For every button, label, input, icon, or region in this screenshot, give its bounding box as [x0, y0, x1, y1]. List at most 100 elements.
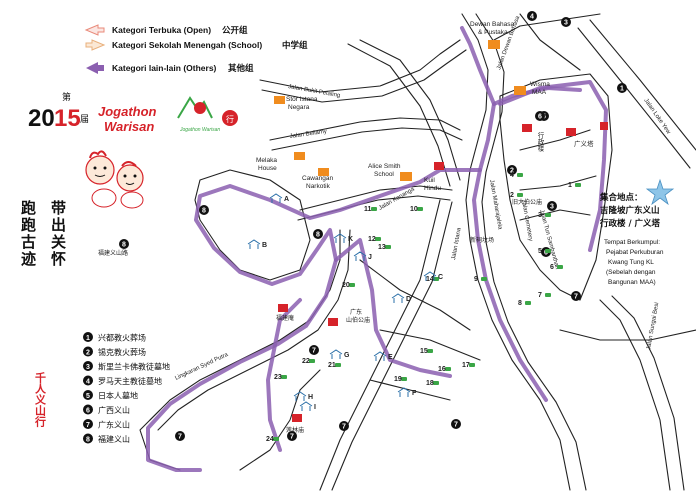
cemetery-badges: 43152367888777776 [119, 11, 627, 441]
checkpoint-marker: 21 [328, 362, 341, 369]
svg-text:F: F [412, 390, 417, 397]
water-station-marker: B [247, 239, 267, 249]
svg-text:Hindu: Hindu [424, 185, 441, 192]
svg-text:Narkotik: Narkotik [306, 183, 331, 190]
water-station-marker: H [293, 391, 313, 401]
water-station-marker: J [353, 251, 372, 261]
svg-text:Bangunan MAA): Bangunan MAA) [608, 279, 656, 286]
checkpoint-marker: 20 [342, 282, 355, 289]
checkpoint-marker: 2 [510, 192, 523, 199]
logo-caption: Jogathon Warisan [179, 127, 220, 133]
cemetery-number-badge: 1 [617, 83, 627, 93]
svg-text:Cawangan: Cawangan [302, 175, 333, 182]
checkpoint-marker: 13 [378, 244, 391, 251]
water-station-marker: I [299, 401, 316, 411]
svg-text:& Pustaka: & Pustaka [478, 29, 508, 36]
slogan-line1: 跑跑古迹 [19, 199, 37, 268]
cemetery-list-number: 8 [86, 437, 90, 444]
cemetery-list-name: 罗马天主教徒墓地 [98, 376, 162, 386]
legend-open-zh: 公开组 [222, 25, 248, 36]
svg-text:MAA: MAA [532, 89, 547, 96]
event-title-block: 第 20 15 届 Jogathon Warisan 行 Jogathon Wa… [19, 91, 238, 428]
checkpoint-marker: 17 [462, 362, 475, 369]
svg-text:4: 4 [510, 172, 514, 179]
legend-school-zh: 中学组 [282, 40, 308, 51]
cemetery-list-name: 兴都教火葬场 [98, 333, 146, 343]
water-station-marker: E [373, 351, 393, 361]
svg-text:Kuil: Kuil [424, 177, 435, 184]
svg-text:吉隆坡广东义山: 吉隆坡广东义山 [600, 205, 660, 216]
slogan-line2: 带出关怀 [49, 200, 67, 268]
svg-text:5: 5 [538, 248, 542, 255]
svg-text:7: 7 [342, 424, 346, 431]
road-label-istana: Jalan Istana [451, 227, 463, 261]
year-part-b: 15 [54, 105, 81, 132]
route-others [146, 26, 608, 472]
mascots-illustration [85, 150, 144, 209]
place-stor-istana: Stor Istana Negara [274, 96, 318, 111]
road-label-sungai-besi: Jalan Sungai Besi [646, 302, 660, 350]
svg-text:6: 6 [550, 264, 554, 271]
svg-text:行政楼: 行政楼 [536, 131, 544, 153]
cemetery-number-badge: 2 [507, 165, 517, 175]
place-fujian-temple: 福建庵 [276, 304, 294, 322]
cemetery-list-name: 广西义山 [98, 405, 130, 415]
svg-text:集合地点：: 集合地点： [599, 192, 643, 203]
svg-text:广东: 广东 [350, 308, 362, 316]
svg-text:E: E [388, 354, 393, 361]
checkpoint-marker: 23 [274, 374, 287, 381]
checkpoint-marker: 24 [266, 436, 279, 443]
svg-text:6: 6 [538, 114, 542, 121]
cemetery-list-name: 日本人墓地 [98, 391, 138, 401]
year-part-a: 20 [28, 105, 55, 132]
svg-text:7: 7 [290, 434, 294, 441]
event-logo: 行 Jogathon Warisan [177, 96, 238, 133]
checkpoint-marker: 8 [518, 300, 531, 307]
cemetery-number-badge: 7 [309, 345, 319, 355]
svg-text:9: 9 [474, 276, 478, 283]
water-station-marker: C [423, 271, 443, 281]
svg-text:1: 1 [620, 86, 624, 93]
svg-text:18: 18 [426, 380, 434, 387]
svg-text:K: K [348, 236, 353, 243]
checkpoint-marker: 22 [302, 358, 315, 365]
place-cawangan-narkotik: Cawangan Narkotik [302, 168, 333, 190]
place-fujian-cemetery: 福建义山路 [98, 249, 128, 257]
cemetery-number-badge: 7 [339, 421, 349, 431]
checkpoint-marker: 19 [394, 376, 407, 383]
svg-text:15: 15 [420, 348, 428, 355]
checkpoint-marker: 11 [364, 206, 377, 213]
place-guangdong-temple: 广东 山伯公庙 [328, 308, 370, 326]
svg-text:8: 8 [316, 232, 320, 239]
legend-open: Kategori Terbuka (Open) 公开组 [84, 24, 248, 36]
cemetery-list-number: 1 [86, 335, 90, 342]
svg-text:莲林庙: 莲林庙 [286, 426, 304, 434]
svg-text:Stor Istana: Stor Istana [286, 96, 318, 103]
svg-text:8: 8 [122, 242, 126, 249]
svg-text:C: C [438, 274, 443, 281]
svg-text:(Sebelah dengan: (Sebelah dengan [606, 269, 656, 276]
cemetery-number-badge: 7 [571, 291, 581, 301]
svg-text:8: 8 [202, 208, 206, 215]
checkpoint-marker: 10 [410, 206, 423, 213]
place-alice-smith: Alice Smith School [368, 163, 412, 181]
svg-text:17: 17 [462, 362, 470, 369]
place-wisma-maa: Wisma MAA [514, 81, 550, 96]
cemetery-number-badge: 3 [547, 201, 557, 211]
place-guangxi-gate: 旧大伯公庙 [512, 198, 542, 206]
svg-text:广义塔: 广义塔 [574, 139, 594, 148]
place-kuil-hindu: Kuil Hindu [424, 162, 444, 192]
svg-text:G: G [344, 352, 350, 359]
water-station-marker: G [329, 349, 350, 359]
svg-text:7: 7 [538, 292, 542, 299]
legend-school-label: Kategori Sekolah Menengah (School) [112, 40, 262, 50]
cemetery-list-number: 6 [86, 408, 90, 415]
place-lianlin-temple: 莲林庙 [286, 414, 304, 434]
svg-text:3: 3 [550, 204, 554, 211]
water-station-marker: F [397, 387, 417, 397]
cemetery-list-name: 锡克教火葬场 [98, 347, 146, 357]
cemetery-list-number: 7 [86, 422, 90, 429]
